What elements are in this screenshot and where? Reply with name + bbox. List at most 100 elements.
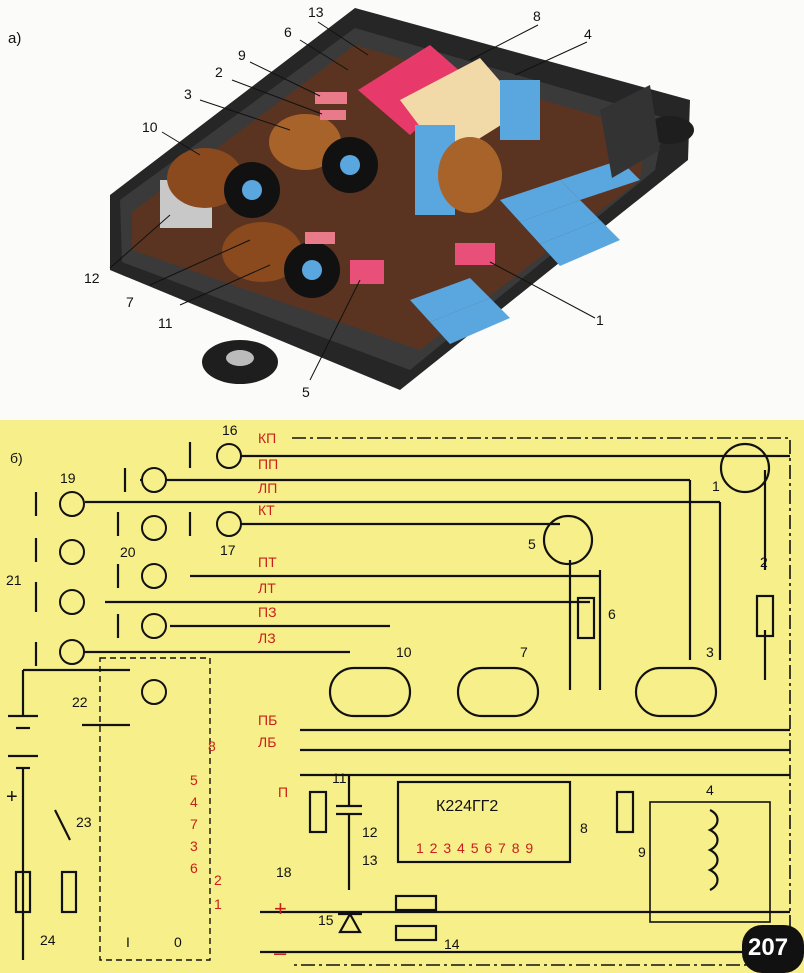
switch-pin-1: 1 — [214, 896, 222, 912]
label-9: 9 — [638, 844, 646, 860]
fuse-24b — [60, 870, 78, 914]
terminal-lz: ЛЗ — [258, 630, 276, 646]
unit-frame — [292, 437, 791, 966]
label-2: 2 — [760, 554, 768, 570]
relay-4-sch — [649, 801, 771, 923]
switch-pos-0: 0 — [174, 934, 182, 950]
reed-relay-10 — [328, 666, 412, 718]
resistor-9 — [615, 790, 635, 834]
label-19: 19 — [60, 470, 76, 486]
label-5: 5 — [528, 536, 536, 552]
resistor-2 — [320, 110, 346, 120]
resistor-11 — [305, 232, 335, 244]
callout-2: 2 — [215, 64, 223, 80]
reed-relay-7 — [456, 666, 540, 718]
fuse-24a — [14, 870, 32, 914]
callout-10: 10 — [142, 119, 158, 135]
transistor-5 — [542, 514, 594, 566]
plus-terminal: + — [274, 896, 287, 921]
switch-pin-5: 5 — [190, 772, 198, 788]
terminal-lt: ЛТ — [258, 580, 276, 596]
end-plate — [600, 85, 660, 178]
resistor-11-sch — [308, 790, 328, 834]
callout-9: 9 — [238, 47, 246, 63]
callout-4: 4 — [584, 26, 592, 42]
coil-7 — [222, 222, 340, 298]
label-8: 8 — [580, 820, 588, 836]
lamps — [59, 443, 242, 705]
terminal-lb: ЛБ — [258, 734, 277, 750]
label-10: 10 — [396, 644, 412, 660]
panel-a-label: а) — [8, 30, 22, 47]
schematic-drawing — [8, 437, 804, 973]
label-23: 23 — [76, 814, 92, 830]
page-number-badge — [742, 925, 804, 973]
switch-pin-8: 8 — [208, 738, 216, 754]
label-17: 17 — [220, 542, 236, 558]
label-20: 20 — [120, 544, 136, 560]
resistor-2-sch — [755, 594, 775, 638]
switch-pin-7: 7 — [190, 816, 198, 832]
label-18: 18 — [276, 864, 292, 880]
transistor-1 — [719, 442, 771, 494]
label-13: 13 — [362, 852, 378, 868]
resistor-14 — [394, 924, 438, 942]
callout-11: 11 — [158, 315, 173, 331]
panel-b-label: б) — [10, 450, 23, 466]
chip-k224gg2 — [396, 780, 572, 864]
label-16: 16 — [222, 422, 238, 438]
terminal-kt: КТ — [258, 502, 275, 518]
reed-relay-3 — [634, 666, 718, 718]
coil-3 — [269, 114, 378, 193]
label-14: 14 — [444, 936, 460, 952]
label-4: 4 — [706, 782, 714, 798]
resistor-13 — [394, 894, 438, 912]
terminal-lp: ЛП — [258, 480, 278, 496]
callout-lines — [109, 21, 596, 381]
callout-7: 7 — [126, 294, 134, 310]
callout-5: 5 — [302, 384, 310, 400]
label-3: 3 — [706, 644, 714, 660]
switch-frame — [99, 657, 211, 961]
label-12: 12 — [362, 824, 378, 840]
page-number: 207 — [748, 934, 789, 961]
chip-label: К224ГГ2 — [436, 798, 499, 815]
callout-12: 12 — [84, 270, 100, 286]
terminal-pb: ПБ — [258, 712, 278, 728]
callout-3: 3 — [184, 86, 192, 102]
diode-9 — [315, 92, 347, 104]
switch-pin-2: 2 — [214, 872, 222, 888]
terminal-kp: КП — [258, 430, 277, 446]
label-15: 15 — [318, 912, 334, 928]
relay-unit-cutaway — [109, 8, 694, 390]
switch-pin-4: 4 — [190, 794, 198, 810]
capacitor-5 — [350, 260, 384, 284]
terminal-p: П — [278, 784, 289, 800]
label-21: 21 — [6, 572, 22, 588]
callout-1: 1 — [596, 312, 604, 328]
panel-a-illustration: а) 13 8 6 4 9 2 3 10 12 7 11 5 1 — [0, 0, 804, 420]
terminal-pz: ПЗ — [258, 604, 277, 620]
coil-10 — [167, 148, 280, 218]
mount-hole-left — [226, 350, 254, 366]
switch-pin-6: 6 — [190, 860, 198, 876]
diode-15 — [338, 911, 362, 934]
label-7: 7 — [520, 644, 528, 660]
callout-8: 8 — [533, 8, 541, 24]
callout-13: 13 — [308, 4, 324, 20]
relay-coil-4 — [438, 137, 502, 213]
label-22: 22 — [72, 694, 88, 710]
callout-6: 6 — [284, 24, 292, 40]
relay-contact-blue — [500, 80, 540, 140]
label-11: 11 — [332, 770, 347, 786]
label-1: 1 — [712, 478, 720, 494]
label-6: 6 — [608, 606, 616, 622]
label-24: 24 — [40, 932, 56, 948]
panel-b-schematic: б) КП ПП ЛП КТ ПТ ЛТ ПЗ ЛЗ ПБ ЛБ П 16 19… — [0, 420, 804, 973]
chip-pins: 1 2 3 4 5 6 7 8 9 — [416, 840, 535, 856]
capacitor-1 — [455, 243, 495, 265]
terminal-pp: ПП — [258, 456, 279, 472]
heatsink-8 — [358, 45, 470, 135]
switch-pin-3: 3 — [190, 838, 198, 854]
resistor-6 — [576, 596, 596, 640]
